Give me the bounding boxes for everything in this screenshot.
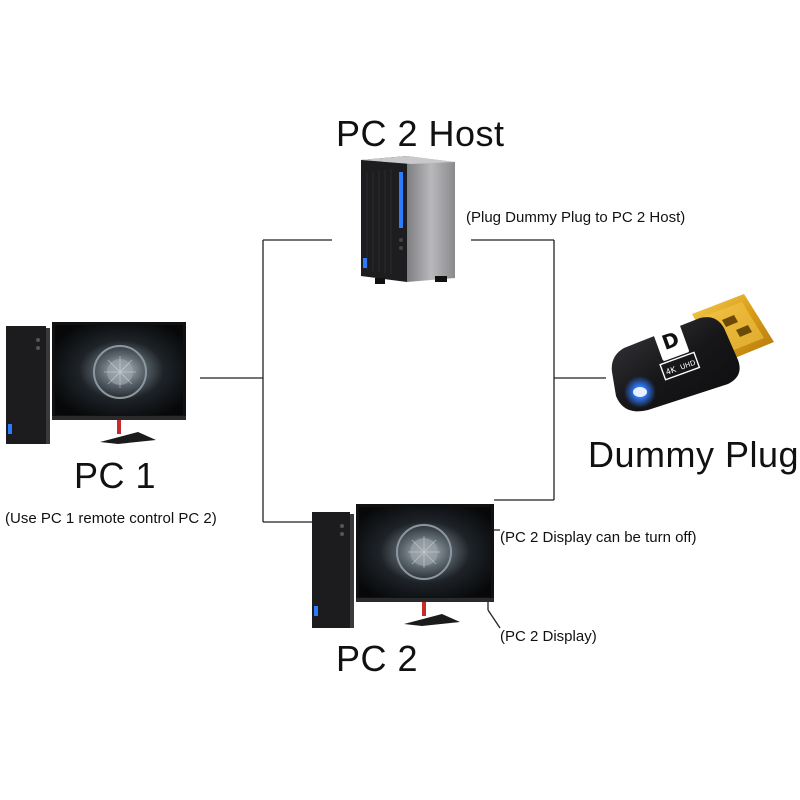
plug-4k-text: 4K	[664, 365, 677, 377]
plug-logo-badge	[652, 320, 689, 361]
pc2-workstation	[312, 504, 494, 628]
dummy-plug-title: Dummy Plug	[588, 434, 800, 475]
pc2-display-label: (PC 2 Display)	[500, 628, 597, 645]
pc2-host-title: PC 2 Host	[336, 113, 505, 154]
led-strip	[399, 172, 403, 228]
pc1-tower	[6, 326, 46, 444]
pc2-host-tower	[361, 156, 455, 284]
pc2-host-note: (Plug Dummy Plug to PC 2 Host)	[466, 209, 686, 226]
pointer-display-b	[487, 609, 501, 629]
pc2-display-note: (PC 2 Display can be turn off)	[500, 529, 697, 546]
plug-logo-text: D	[659, 327, 683, 355]
pc2-title: PC 2	[336, 638, 419, 679]
pc1-note: (Use PC 1 remote control PC 2)	[5, 510, 217, 527]
dummy-plug-image: D 4K UHD	[611, 294, 774, 412]
pc2-tower	[312, 512, 350, 628]
pc1-title: PC 1	[74, 455, 157, 496]
pc1-workstation	[6, 322, 186, 444]
